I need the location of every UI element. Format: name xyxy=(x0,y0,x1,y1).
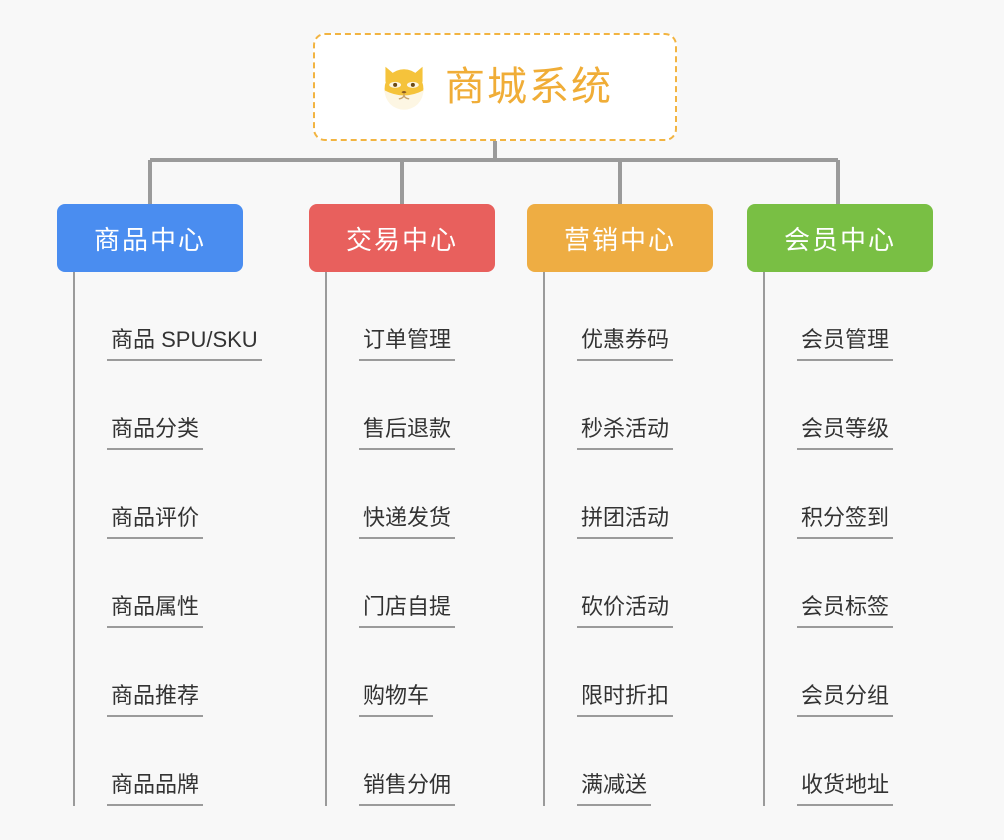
shiba-dog-face-icon xyxy=(384,66,424,110)
list-item[interactable]: 积分签到 xyxy=(765,450,933,539)
list-item[interactable]: 商品属性 xyxy=(75,539,262,628)
list-item-label: 商品推荐 xyxy=(107,683,204,717)
list-item[interactable]: 商品评价 xyxy=(75,450,262,539)
list-item[interactable]: 商品品牌 xyxy=(75,717,262,806)
list-item[interactable]: 商品 SPU/SKU xyxy=(75,272,262,361)
branch-header-product-center[interactable]: 商品中心 xyxy=(57,204,243,272)
list-item[interactable]: 限时折扣 xyxy=(545,628,713,717)
list-item-label: 会员标签 xyxy=(797,594,894,628)
branch-items-product-center: 商品 SPU/SKU 商品分类 商品评价 商品属性 商品推荐 商品品牌 xyxy=(73,272,262,806)
list-item[interactable]: 销售分佣 xyxy=(327,717,495,806)
list-item-label: 优惠券码 xyxy=(577,327,674,361)
list-item[interactable]: 快递发货 xyxy=(327,450,495,539)
list-item[interactable]: 秒杀活动 xyxy=(545,361,713,450)
list-item-label: 商品 SPU/SKU xyxy=(107,327,262,361)
list-item-label: 快递发货 xyxy=(359,505,456,539)
branch-items-trade-center: 订单管理 售后退款 快递发货 门店自提 购物车 销售分佣 xyxy=(325,272,495,806)
list-item[interactable]: 会员标签 xyxy=(765,539,933,628)
branch-column-member-center: 会员中心 会员管理 会员等级 积分签到 会员标签 会员分组 收货地址 xyxy=(747,204,933,806)
list-item[interactable]: 收货地址 xyxy=(765,717,933,806)
list-item-label: 商品品牌 xyxy=(107,772,204,806)
list-item-label: 会员管理 xyxy=(797,327,894,361)
list-item-label: 砍价活动 xyxy=(577,594,674,628)
branch-column-marketing-center: 营销中心 优惠券码 秒杀活动 拼团活动 砍价活动 限时折扣 满减送 xyxy=(527,204,713,806)
list-item[interactable]: 购物车 xyxy=(327,628,495,717)
list-item-label: 满减送 xyxy=(577,772,652,806)
list-item[interactable]: 门店自提 xyxy=(327,539,495,628)
list-item[interactable]: 拼团活动 xyxy=(545,450,713,539)
list-item-label: 限时折扣 xyxy=(577,683,674,717)
list-item[interactable]: 会员管理 xyxy=(765,272,933,361)
branch-items-marketing-center: 优惠券码 秒杀活动 拼团活动 砍价活动 限时折扣 满减送 xyxy=(543,272,713,806)
list-item-label: 购物车 xyxy=(359,683,434,717)
list-item-label: 商品属性 xyxy=(107,594,204,628)
branch-items-member-center: 会员管理 会员等级 积分签到 会员标签 会员分组 收货地址 xyxy=(763,272,933,806)
list-item-label: 订单管理 xyxy=(359,327,456,361)
list-item-label: 会员等级 xyxy=(797,416,894,450)
list-item-label: 售后退款 xyxy=(359,416,456,450)
list-item-label: 拼团活动 xyxy=(577,505,674,539)
root-node[interactable]: 商城系统 xyxy=(313,33,677,141)
list-item-label: 积分签到 xyxy=(797,505,894,539)
list-item[interactable]: 会员等级 xyxy=(765,361,933,450)
list-item[interactable]: 售后退款 xyxy=(327,361,495,450)
list-item-label: 会员分组 xyxy=(797,683,894,717)
branch-header-member-center[interactable]: 会员中心 xyxy=(747,204,933,272)
branch-header-trade-center[interactable]: 交易中心 xyxy=(309,204,495,272)
list-item-label: 销售分佣 xyxy=(359,772,456,806)
list-item[interactable]: 优惠券码 xyxy=(545,272,713,361)
branch-column-trade-center: 交易中心 订单管理 售后退款 快递发货 门店自提 购物车 销售分佣 xyxy=(309,204,495,806)
list-item[interactable]: 商品推荐 xyxy=(75,628,262,717)
root-title: 商城系统 xyxy=(445,65,613,109)
list-item-label: 门店自提 xyxy=(359,594,456,628)
list-item[interactable]: 商品分类 xyxy=(75,361,262,450)
list-item[interactable]: 会员分组 xyxy=(765,628,933,717)
branch-header-marketing-center[interactable]: 营销中心 xyxy=(527,204,713,272)
list-item-label: 收货地址 xyxy=(797,772,894,806)
list-item[interactable]: 满减送 xyxy=(545,717,713,806)
list-item[interactable]: 订单管理 xyxy=(327,272,495,361)
list-item[interactable]: 砍价活动 xyxy=(545,539,713,628)
list-item-label: 商品评价 xyxy=(107,505,204,539)
list-item-label: 商品分类 xyxy=(107,416,204,450)
list-item-label: 秒杀活动 xyxy=(577,416,674,450)
branch-column-product-center: 商品中心 商品 SPU/SKU 商品分类 商品评价 商品属性 商品推荐 商品品牌 xyxy=(57,204,262,806)
